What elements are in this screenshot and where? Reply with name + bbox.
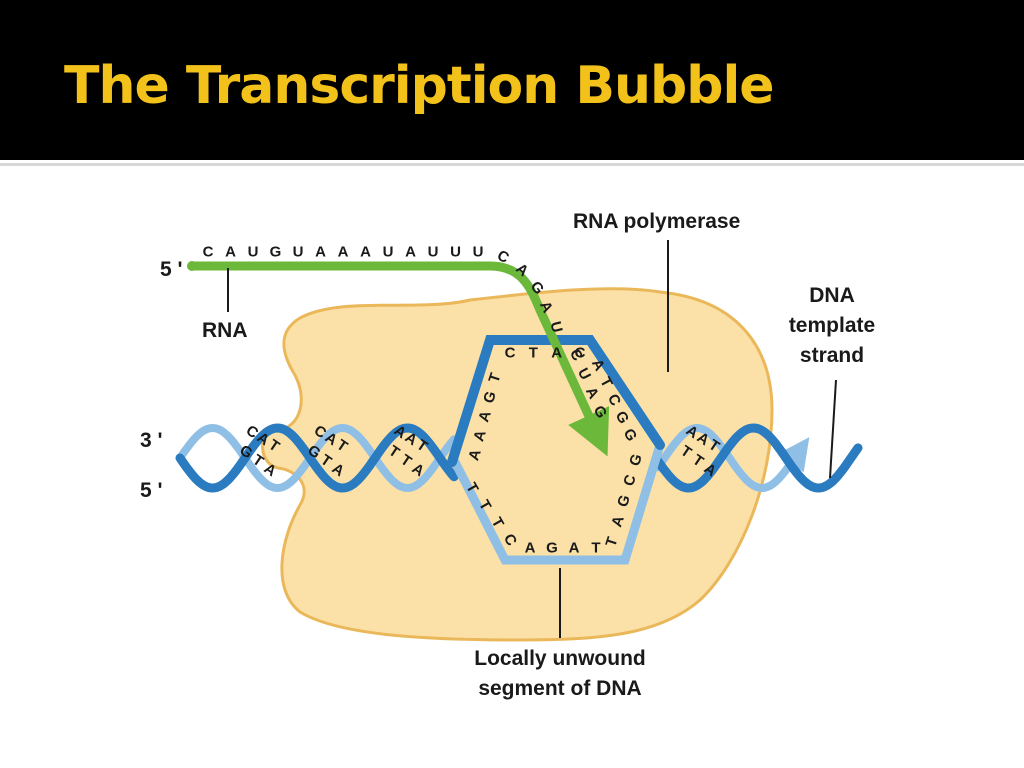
rna-base: U — [383, 244, 394, 261]
rna-base: C — [203, 244, 214, 261]
slide-header: The Transcription Bubble — [0, 0, 1024, 160]
template-left-base: G — [480, 389, 500, 405]
dna-template-label-line1: DNA — [809, 284, 855, 307]
rna-base: U — [248, 244, 259, 261]
rna-polymerase-label: RNA polymerase — [573, 210, 740, 233]
rna-base: A — [405, 244, 416, 261]
coding-bottom-base: T — [591, 540, 600, 557]
coding-bottom-base: A — [525, 540, 536, 557]
rna-5prime-label: 5 ' — [160, 258, 183, 281]
coding-right-base: A — [608, 514, 628, 530]
rna-base: A — [315, 244, 326, 261]
coding-right-base: G — [614, 493, 634, 509]
left-helix-coding-strand — [176, 423, 458, 493]
rna-base: A — [338, 244, 349, 261]
template-left-base: A — [465, 447, 485, 463]
rna-transcript-strand — [187, 261, 610, 457]
template-top-base: T — [529, 345, 538, 362]
right-helix-template-strand — [653, 423, 863, 493]
coding-right-base: C — [620, 473, 640, 489]
right-helix-coding-strand — [654, 424, 810, 493]
rna-base: A — [360, 244, 371, 261]
rna-5prime-end — [187, 261, 197, 271]
rna-label: RNA — [202, 319, 248, 342]
coding-strand-bubble — [450, 440, 665, 565]
rna-base: U — [428, 244, 439, 261]
template-leader-line — [829, 379, 837, 479]
unwound-label-line1: Locally unwound — [474, 647, 646, 670]
rna-base: A — [225, 244, 236, 261]
dna-5prime-label: 5 ' — [140, 479, 163, 502]
slide-title: The Transcription Bubble — [64, 56, 775, 116]
dna-3prime-label: 3 ' — [140, 429, 163, 452]
template-top-base: C — [575, 345, 586, 362]
template-strand-bubble — [447, 335, 665, 467]
rna-base: U — [473, 244, 484, 261]
unwound-label-line2: segment of DNA — [478, 677, 641, 700]
rna-base: G — [270, 244, 282, 261]
dna-double-helix — [175, 423, 863, 493]
template-top-base: C — [505, 345, 516, 362]
dna-template-label-line2: template — [789, 314, 875, 337]
coding-bottom-base: A — [569, 540, 580, 557]
coding-bottom-base: G — [546, 540, 558, 557]
template-left-base: A — [475, 409, 495, 425]
dna-template-label-line3: strand — [800, 344, 864, 367]
rna-base: U — [546, 320, 565, 335]
rna-base: U — [450, 244, 461, 261]
left-helix-template-strand — [175, 423, 459, 493]
template-left-base: A — [470, 428, 490, 444]
template-top-base: A — [551, 345, 562, 362]
header-divider — [0, 163, 1024, 166]
rna-base: U — [293, 244, 304, 261]
coding-right-base: G — [626, 452, 646, 468]
